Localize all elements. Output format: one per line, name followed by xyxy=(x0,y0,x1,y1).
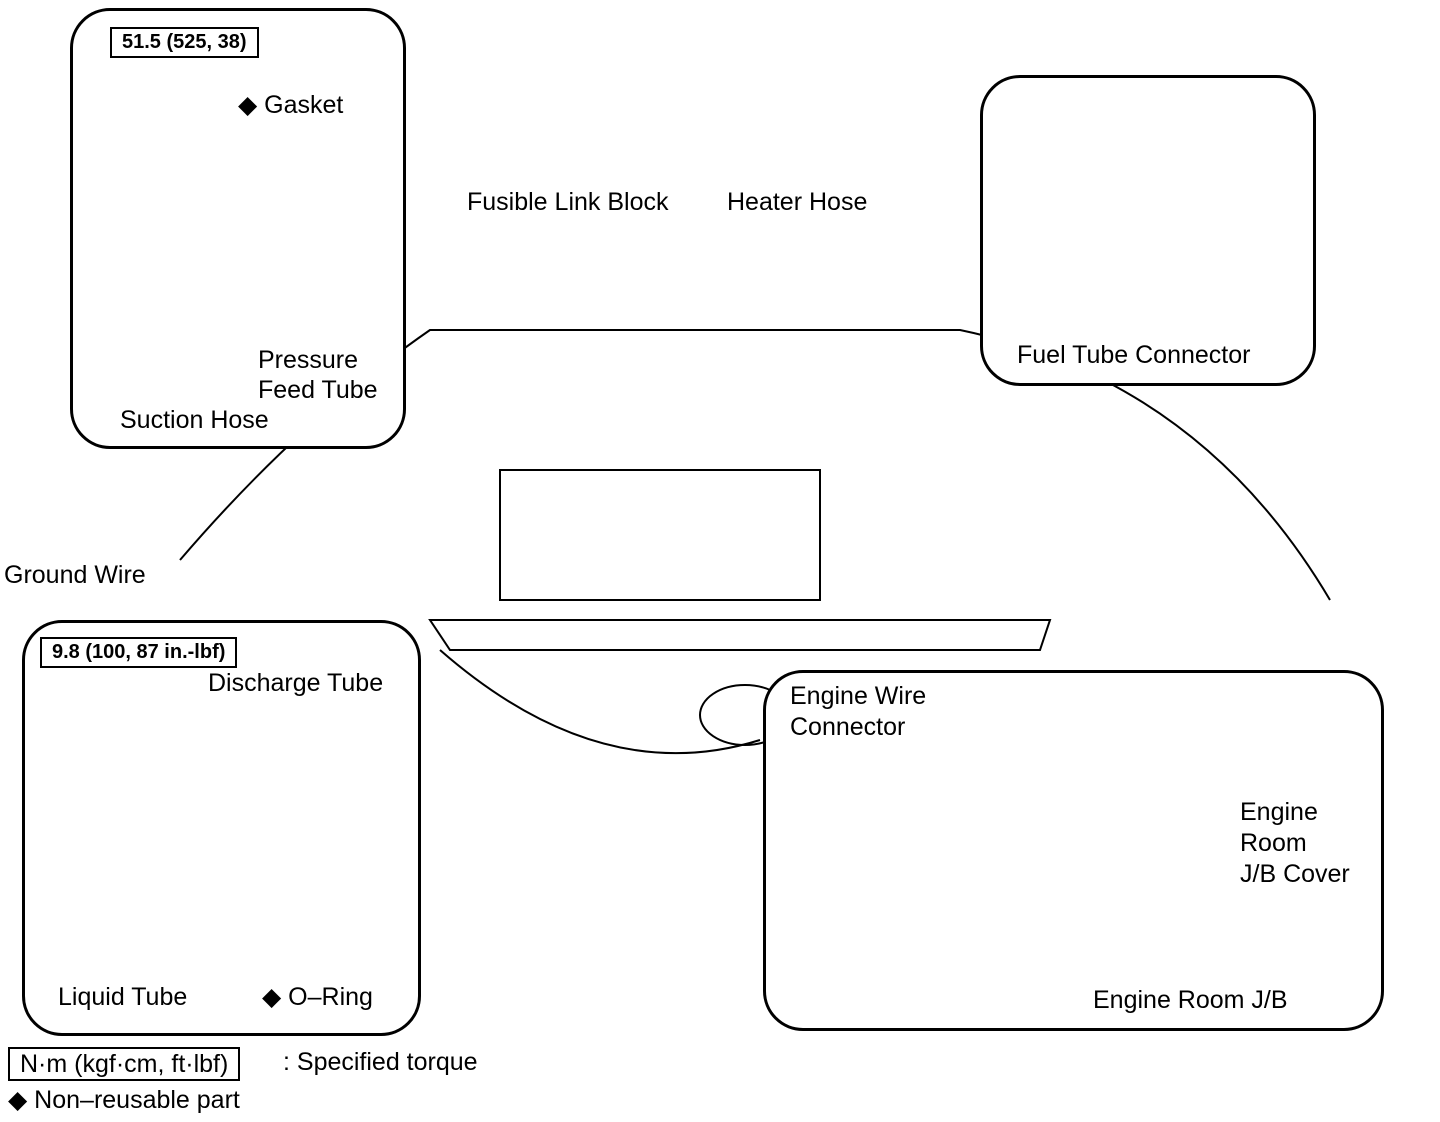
connector-label: Connector xyxy=(790,713,906,741)
fuel-tube-label: Fuel Tube Connector xyxy=(1017,341,1251,369)
cover-label-1: Engine xyxy=(1240,798,1318,826)
pressure-label: Pressure xyxy=(258,346,359,374)
suction-hose-label: Suction Hose xyxy=(120,406,269,434)
steering-pump-callout xyxy=(70,8,406,449)
fuel-connector-callout xyxy=(980,75,1316,386)
compressor-callout xyxy=(22,620,421,1036)
engine-room-jb-label: Engine Room J/B xyxy=(1093,986,1288,1014)
fusible-link-label: Fusible Link Block xyxy=(467,188,669,216)
gasket-label: ◆ Gasket xyxy=(238,91,344,119)
torque-spec-pump: 51.5 (525, 38) xyxy=(110,27,259,58)
legend-nonreusable: ◆ Non–reusable part xyxy=(8,1086,240,1114)
legend-torque-text: : Specified torque xyxy=(283,1048,478,1076)
o-ring-label: ◆ O–Ring xyxy=(262,983,373,1011)
ground-wire-label: Ground Wire xyxy=(4,561,146,589)
cover-label-2: Room xyxy=(1240,829,1307,857)
liquid-tube-label: Liquid Tube xyxy=(58,983,188,1011)
junction-block-callout xyxy=(763,670,1384,1031)
heater-hose-label: Heater Hose xyxy=(727,188,868,216)
torque-spec-compressor: 9.8 (100, 87 in.-lbf) xyxy=(40,637,238,668)
feed-tube-label: Feed Tube xyxy=(258,376,378,404)
legend-unit-box: N·m (kgf·cm, ft·lbf) xyxy=(8,1047,241,1081)
discharge-tube-label: Discharge Tube xyxy=(208,669,384,697)
engine-wire-label: Engine Wire xyxy=(790,682,927,710)
cover-label-3: J/B Cover xyxy=(1240,860,1350,888)
